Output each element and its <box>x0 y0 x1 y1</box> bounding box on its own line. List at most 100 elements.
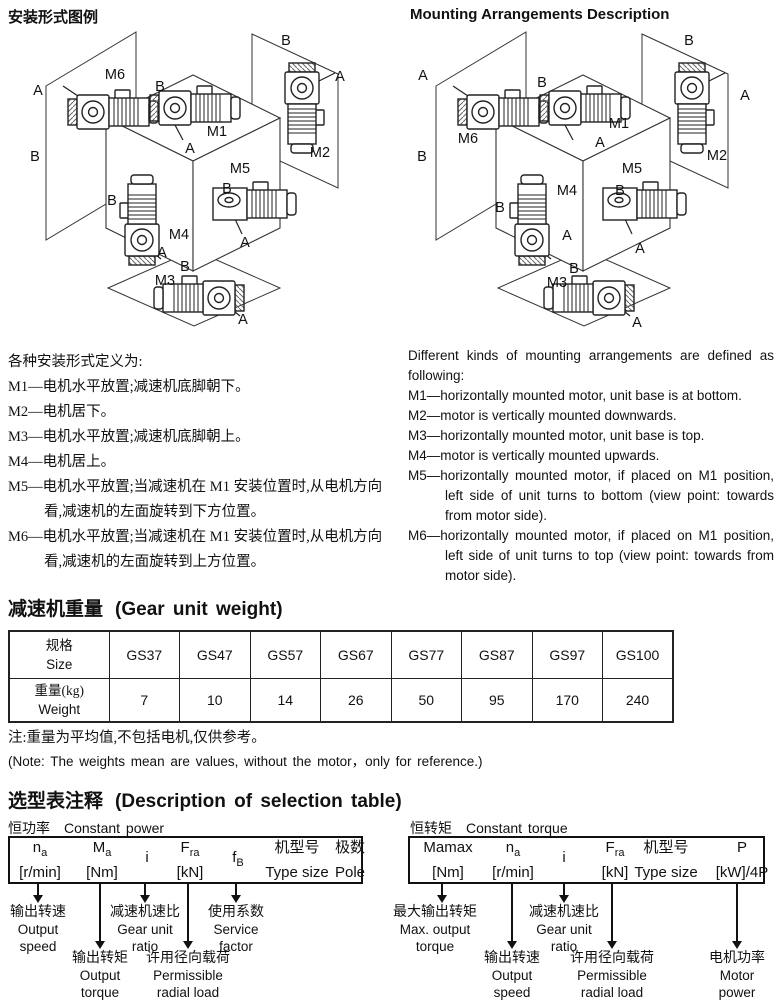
arrow-motor-power <box>732 884 742 949</box>
constant-torque-label-zh: 恒转矩 <box>410 822 452 837</box>
label-b: B <box>495 200 505 216</box>
label-a: A <box>562 228 572 244</box>
size-cell: GS57 <box>249 630 321 679</box>
param-col-mamax: Mamax [Nm] <box>423 839 473 881</box>
arrow-output-speed <box>33 884 43 903</box>
definition-item: M5—horizontally mounted motor, if placed… <box>408 468 774 523</box>
label-a: A <box>157 245 167 261</box>
label-b: B <box>155 79 165 95</box>
weight-title-zh: 减速机重量 <box>8 599 104 620</box>
arrow-service-factor <box>231 884 241 903</box>
size-cell: GS97 <box>531 630 603 679</box>
selection-title-zh: 选型表注释 <box>8 791 104 812</box>
param-col-type-size: 机型号 Type size <box>265 839 329 881</box>
label-a: A <box>33 83 43 99</box>
definition-item: M3—电机水平放置;减速机底脚朝上。 <box>8 429 250 445</box>
label-m3: M3 <box>547 275 567 291</box>
definition-item: M2—motor is vertically mounted downwards… <box>408 408 677 423</box>
label-m3: M3 <box>155 273 175 289</box>
callout-output-torque: 输出转矩 Output torque <box>72 951 128 1000</box>
weight-cell: 50 <box>390 678 462 723</box>
mounting-diagram-right: A M6 B B M1 A B A M2 B M4 A M5 B A B M3 … <box>417 31 750 331</box>
callout-max-output-torque: 最大输出转矩 Max. output torque <box>393 905 477 954</box>
label-a: A <box>595 135 605 151</box>
param-col-na: na [r/min] <box>492 839 534 881</box>
arrow-gear-ratio <box>559 884 569 903</box>
label-a: A <box>740 88 750 104</box>
param-col-p: P [kW]/4P <box>715 839 769 881</box>
label-a: A <box>185 141 195 157</box>
weight-cell: 240 <box>602 678 674 723</box>
left-diagram-title: 安装形式图例 <box>8 9 99 26</box>
label-m1: M1 <box>609 116 629 132</box>
constant-power-label: 恒功率 Constant power <box>8 818 164 838</box>
definition-item: M6—电机水平放置;当减速机在 M1 安装位置时,从电机方向看,减速机的左面旋转… <box>8 529 383 570</box>
selection-section-title: 选型表注释(Description of selection table) <box>8 786 402 813</box>
mounting-diagram-left: A M6 B B M1 A B A M2 B M4 A M5 B A B M3 … <box>30 31 345 328</box>
right-diagram-title: Mounting Arrangements Description <box>410 6 670 23</box>
label-a: A <box>632 315 642 331</box>
weight-title-en: (Gear unit weight) <box>115 599 283 620</box>
weight-cell: 10 <box>179 678 251 723</box>
label-m2: M2 <box>310 145 330 161</box>
weight-section-title: 减速机重量 (Gear unit weight) <box>8 594 283 621</box>
label-a: A <box>418 68 428 84</box>
constant-torque-box: Mamax [Nm] na [r/min] i Fra [kN] 机型号 Typ… <box>408 836 768 884</box>
size-header-zh: 规格 <box>45 638 73 653</box>
param-col-fra: Fra [kN] <box>176 839 204 881</box>
label-b: B <box>615 183 625 199</box>
callout-gear-ratio: 减速机速比 Gear unit ratio <box>110 905 180 954</box>
constant-power-label-en: Constant power <box>64 820 165 836</box>
label-a: A <box>238 312 248 328</box>
label-a: A <box>635 241 645 257</box>
constant-torque-label: 恒转矩 Constant torque <box>410 818 568 838</box>
callout-gear-ratio: 减速机速比 Gear unit ratio <box>529 905 599 954</box>
weight-cell: 26 <box>320 678 392 723</box>
constant-power-box: na [r/min] Ma [Nm] i Fra [kN] fB 机型号 Typ… <box>8 836 365 884</box>
definition-item: M2—电机居下。 <box>8 404 116 420</box>
size-cell: GS87 <box>461 630 533 679</box>
size-cell: GS37 <box>108 630 180 679</box>
label-b: B <box>222 181 232 197</box>
definition-item: M6—horizontally mounted motor, if placed… <box>408 528 774 583</box>
definitions-en-intro: Different kinds of mounting arrangements… <box>408 348 774 383</box>
size-cell: GS77 <box>390 630 462 679</box>
size-cell: GS67 <box>320 630 392 679</box>
callout-radial-load: 许用径向载荷 Permissible radial load <box>146 951 230 1000</box>
label-a: A <box>240 235 250 251</box>
definition-item: M5—电机水平放置;当减速机在 M1 安装位置时,从电机方向看,减速机的左面旋转… <box>8 479 383 520</box>
arrow-radial-load <box>183 884 193 949</box>
callout-radial-load: 许用径向载荷 Permissible radial load <box>570 951 654 1000</box>
arrow-output-torque <box>95 884 105 949</box>
callout-motor-power: 电机功率 Motor power <box>709 951 765 1000</box>
definition-item: M1—horizontally mounted motor, unit base… <box>408 388 742 403</box>
size-header-cell: 规格 Size <box>8 630 110 679</box>
label-m6: M6 <box>458 131 478 147</box>
label-b: B <box>180 259 190 275</box>
label-b: B <box>30 149 40 165</box>
label-b: B <box>569 261 579 277</box>
param-col-i: i <box>145 848 149 866</box>
constant-torque-label-en: Constant torque <box>466 820 568 836</box>
label-b: B <box>281 33 291 49</box>
size-cell: GS100 <box>602 630 674 679</box>
weight-header-en: Weight <box>38 702 81 717</box>
param-col-na: na [r/min] <box>19 839 61 881</box>
table-weight-row: 重量(kg) Weight 7 10 14 26 50 95 170 240 <box>8 678 674 723</box>
label-a: A <box>335 69 345 85</box>
label-m4: M4 <box>169 227 189 243</box>
weight-cell: 95 <box>461 678 533 723</box>
param-col-type-size: 机型号 Type size <box>634 839 698 881</box>
arrow-max-output-torque <box>437 884 447 903</box>
label-m4: M4 <box>557 183 577 199</box>
weight-note-en: (Note: The weights mean are values, with… <box>8 754 483 769</box>
constant-power-label-zh: 恒功率 <box>8 822 50 837</box>
table-header-row: 规格 Size GS37 GS47 GS57 GS67 GS77 GS87 GS… <box>8 630 674 679</box>
callout-output-speed: 输出转速 Output speed <box>10 905 66 954</box>
param-col-fb: fB <box>232 848 244 869</box>
definition-item: M3—horizontally mounted motor, unit base… <box>408 428 705 443</box>
label-b: B <box>417 149 427 165</box>
size-header-en: Size <box>46 657 73 672</box>
weight-cell: 7 <box>108 678 180 723</box>
